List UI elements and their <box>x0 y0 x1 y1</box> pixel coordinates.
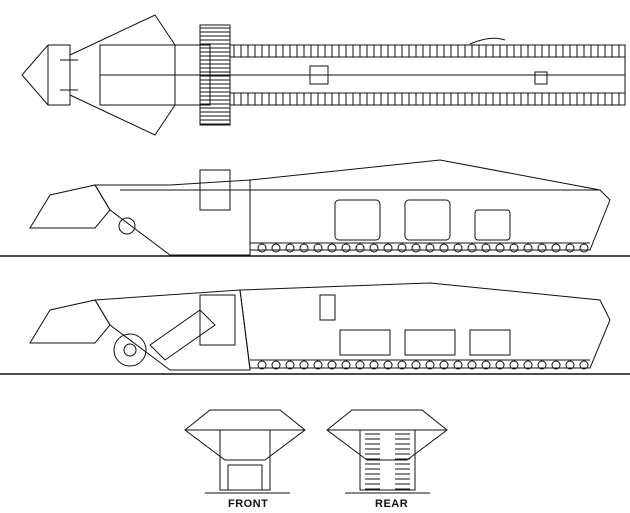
road-wheel <box>495 243 505 253</box>
road-wheel <box>565 360 575 370</box>
cutaway-view <box>0 282 630 375</box>
road-wheel <box>481 360 491 370</box>
road-wheel <box>355 243 365 253</box>
road-wheel <box>537 243 547 253</box>
rear-view <box>326 409 448 494</box>
road-wheel <box>579 360 589 370</box>
road-wheel <box>355 360 365 370</box>
road-wheel <box>411 243 421 253</box>
road-wheel <box>551 243 561 253</box>
front-view <box>184 409 306 494</box>
road-wheel <box>397 360 407 370</box>
road-wheel <box>313 360 323 370</box>
road-wheel <box>523 243 533 253</box>
road-wheel <box>579 243 589 253</box>
road-wheel <box>257 360 267 370</box>
top-view <box>21 14 626 136</box>
rear-label: REAR <box>375 498 409 510</box>
road-wheel <box>425 243 435 253</box>
road-wheel <box>327 243 337 253</box>
road-wheel <box>285 243 295 253</box>
road-wheel <box>369 360 379 370</box>
road-wheel <box>299 360 309 370</box>
road-wheel <box>397 243 407 253</box>
side-view <box>0 159 630 257</box>
road-wheel <box>439 360 449 370</box>
road-wheel <box>509 360 519 370</box>
road-wheel <box>271 243 281 253</box>
road-wheel <box>341 243 351 253</box>
road-wheel <box>481 243 491 253</box>
road-wheel <box>411 360 421 370</box>
road-wheel <box>313 243 323 253</box>
road-wheel <box>425 360 435 370</box>
road-wheel <box>509 243 519 253</box>
road-wheel <box>551 360 561 370</box>
road-wheel <box>299 243 309 253</box>
road-wheel <box>565 243 575 253</box>
road-wheel <box>271 360 281 370</box>
road-wheel <box>257 243 267 253</box>
road-wheel <box>467 243 477 253</box>
road-wheel <box>439 243 449 253</box>
road-wheel <box>369 243 379 253</box>
road-wheel <box>383 360 393 370</box>
road-wheel <box>453 243 463 253</box>
road-wheel <box>383 243 393 253</box>
road-wheel <box>523 360 533 370</box>
road-wheel <box>495 360 505 370</box>
road-wheel <box>537 360 547 370</box>
road-wheel <box>327 360 337 370</box>
front-label: FRONT <box>228 498 269 510</box>
road-wheel <box>285 360 295 370</box>
road-wheel <box>341 360 351 370</box>
road-wheel <box>467 360 477 370</box>
road-wheel <box>453 360 463 370</box>
